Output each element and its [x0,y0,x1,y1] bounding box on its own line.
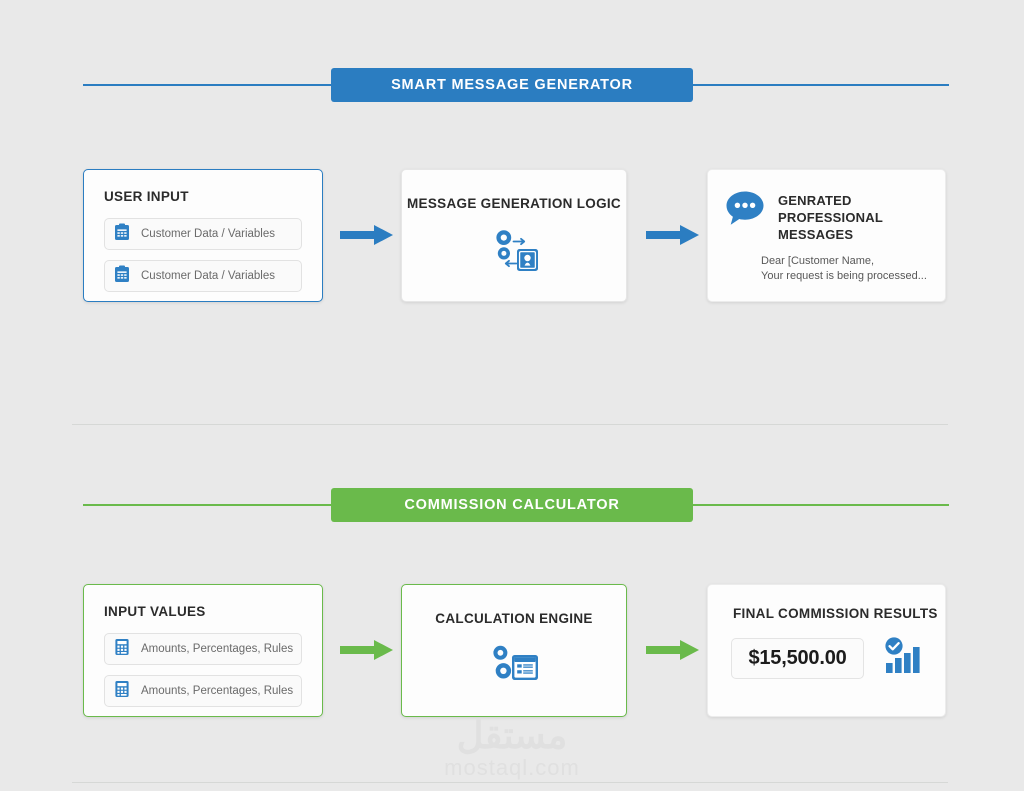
input-row-label: Amounts, Percentages, Rules [141,685,294,697]
speech-bubble-icon [725,190,765,232]
card-generated-messages[interactable]: GENRATED PROFESSIONAL MESSAGES Dear [Cus… [707,169,946,302]
generated-messages-header: GENRATED PROFESSIONAL MESSAGES [708,170,945,243]
section-banner-commission-calculator: COMMISSION CALCULATOR [0,488,1024,522]
final-result-row: $15,500.00 [708,621,945,682]
calculator-icon [114,638,130,661]
banner-line-left [83,84,333,86]
commission-amount-value: $15,500.00 [731,638,864,679]
clipboard-form-icon [114,223,130,246]
flow-arrow-green-1 [340,639,393,661]
card-title-input-values: INPUT VALUES [104,604,206,619]
banner-label-smart-message-generator: SMART MESSAGE GENERATOR [331,68,693,102]
card-title-final-commission-results: FINAL COMMISSION RESULTS [733,606,938,621]
gears-spreadsheet-icon [488,642,540,695]
input-row-amounts-1[interactable]: Amounts, Percentages, Rules [104,633,302,665]
calculator-icon [114,680,130,703]
generated-messages-title: GENRATED PROFESSIONAL MESSAGES [778,190,931,243]
section-banner-smart-message-generator: SMART MESSAGE GENERATOR [0,68,1024,102]
card-user-input[interactable]: USER INPUT Customer Data / Variables [83,169,323,302]
flow-arrow-green-2 [646,639,699,661]
input-row-amounts-2[interactable]: Amounts, Percentages, Rules [104,675,302,707]
input-row-label: Amounts, Percentages, Rules [141,643,294,655]
banner-line-left [83,504,333,506]
generated-messages-title-line1: GENRATED [778,193,852,208]
input-row-customer-data-1[interactable]: Customer Data / Variables [104,218,302,250]
card-message-generation-logic[interactable]: MESSAGE GENERATION LOGIC [401,169,627,302]
watermark: مستقل mostaql.com [0,714,1024,781]
card-final-commission-results[interactable]: FINAL COMMISSION RESULTS $15,500.00 [707,584,946,717]
input-row-label: Customer Data / Variables [141,270,276,282]
banner-label-commission-calculator: COMMISSION CALCULATOR [331,488,693,522]
card-input-values[interactable]: INPUT VALUES Amounts, Percentages, Rules [83,584,323,717]
banner-line-right [693,84,949,86]
message-preview-line1: Dear [Customer Name, [761,255,875,267]
generated-message-preview: Dear [Customer Name, Your request is bei… [761,254,945,284]
card-calculation-engine[interactable]: CALCULATION ENGINE [401,584,627,717]
input-row-customer-data-2[interactable]: Customer Data / Variables [104,260,302,292]
verified-bar-chart-icon [880,635,922,682]
message-preview-line2: Your request is being processed... [761,270,927,282]
section-divider-2 [72,782,948,783]
card-title-calculation-engine: CALCULATION ENGINE [435,611,593,626]
input-row-label: Customer Data / Variables [141,228,276,240]
section-divider-1 [72,424,948,425]
gear-document-process-icon [488,227,540,280]
flow-arrow-blue-1 [340,224,393,246]
flow-arrow-blue-2 [646,224,699,246]
clipboard-form-icon [114,265,130,288]
card-title-user-input: USER INPUT [104,189,189,204]
watermark-arabic: مستقل [456,715,568,756]
card-title-message-generation-logic: MESSAGE GENERATION LOGIC [407,196,621,211]
generated-messages-title-line2: PROFESSIONAL MESSAGES [778,210,883,242]
watermark-latin: mostaql.com [444,755,580,780]
banner-line-right [693,504,949,506]
